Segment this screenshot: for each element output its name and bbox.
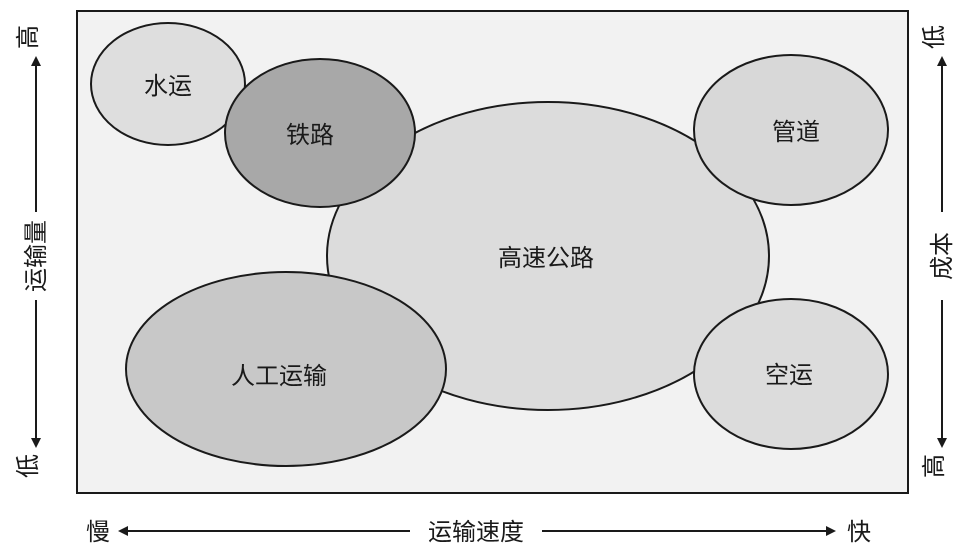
bubble-air-transport bbox=[693, 298, 889, 450]
bubble-label-highway: 高速公路 bbox=[498, 244, 594, 272]
bubble-manual-transport bbox=[125, 271, 447, 467]
left-axis-label: 运输量 bbox=[22, 220, 50, 292]
left-axis-top-label: 高 bbox=[14, 25, 42, 49]
bubble-label-air-transport: 空运 bbox=[765, 361, 813, 389]
bubble-label-railway: 铁路 bbox=[286, 121, 334, 149]
bubble-railway bbox=[224, 58, 416, 208]
right-axis-label: 成本 bbox=[928, 232, 956, 280]
right-axis-bottom-label: 高 bbox=[920, 454, 948, 478]
bubble-label-manual-transport: 人工运输 bbox=[231, 362, 327, 390]
bubble-label-pipeline: 管道 bbox=[772, 118, 820, 146]
x-axis-high-label: 快 bbox=[847, 518, 871, 546]
left-axis-bottom-label: 低 bbox=[14, 454, 42, 478]
x-axis-label: 运输速度 bbox=[428, 518, 524, 546]
bubble-water-transport bbox=[90, 22, 246, 146]
bubble-label-water-transport: 水运 bbox=[144, 72, 192, 100]
bubble-highway bbox=[326, 101, 770, 411]
x-axis-low-label: 慢 bbox=[86, 518, 110, 546]
right-axis-top-label: 低 bbox=[920, 25, 948, 49]
bubble-pipeline bbox=[693, 54, 889, 206]
